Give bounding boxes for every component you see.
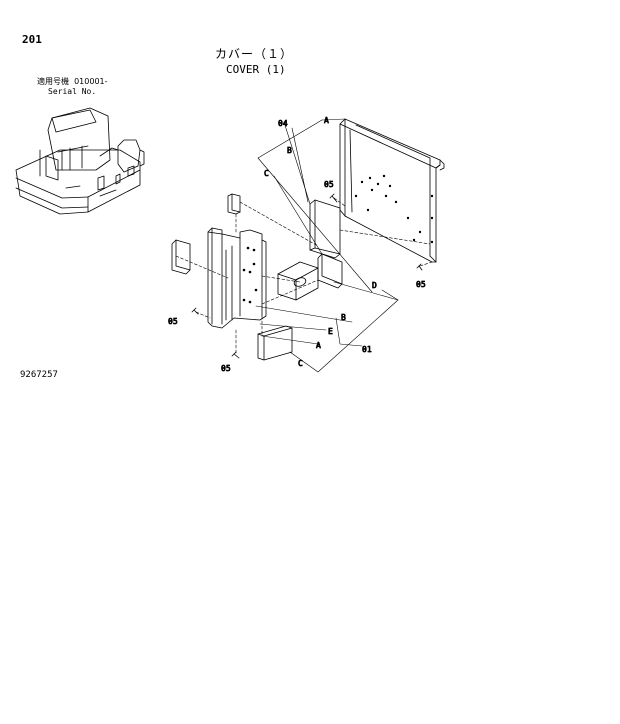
ref-e: E <box>328 327 333 336</box>
bolt-bottom <box>231 351 240 359</box>
ref-c-top: C <box>264 169 269 178</box>
bolt-left <box>191 307 199 315</box>
page-number: 201 <box>22 33 42 46</box>
document-number: 9267257 <box>20 370 58 380</box>
ref-a-top: A <box>324 116 329 125</box>
callout-05-left: 05 <box>168 317 178 326</box>
bracket-holes <box>242 246 258 304</box>
side-panel <box>339 118 445 263</box>
dashed-guides <box>175 197 433 355</box>
excavator-thumbnail <box>15 107 145 215</box>
cutout-pad <box>277 261 319 301</box>
serial-label-japanese: 適用号機 <box>37 77 69 86</box>
callout-04: 04 <box>278 119 288 128</box>
serial-value: 010001- <box>74 77 108 86</box>
top-small-pad <box>227 193 241 215</box>
callout-05-top: 05 <box>324 180 334 189</box>
title-english: COVER (1) <box>226 63 286 76</box>
side-panel-holes <box>354 174 434 244</box>
strip-pad <box>317 253 343 289</box>
left-pad <box>171 239 191 275</box>
title-japanese: カバー（１） <box>215 47 294 61</box>
ref-c-bottom: C <box>298 359 303 368</box>
leader-lines <box>255 118 399 373</box>
ref-b-top: B <box>287 146 292 155</box>
serial-range: 適用号機 010001- <box>37 78 108 86</box>
bracket-panel <box>207 227 267 329</box>
bolt-top <box>329 193 338 203</box>
bottom-pad <box>257 325 293 361</box>
callout-01: 01 <box>362 345 372 354</box>
callout-05-bottom: 05 <box>221 364 231 373</box>
callout-05-right: 05 <box>416 280 426 289</box>
bolt-right <box>416 263 423 271</box>
ref-b-bottom: B <box>341 313 346 322</box>
serial-label-english: Serial No. <box>48 87 97 96</box>
ref-a-bottom: A <box>316 341 321 350</box>
ref-d: D <box>372 281 377 290</box>
